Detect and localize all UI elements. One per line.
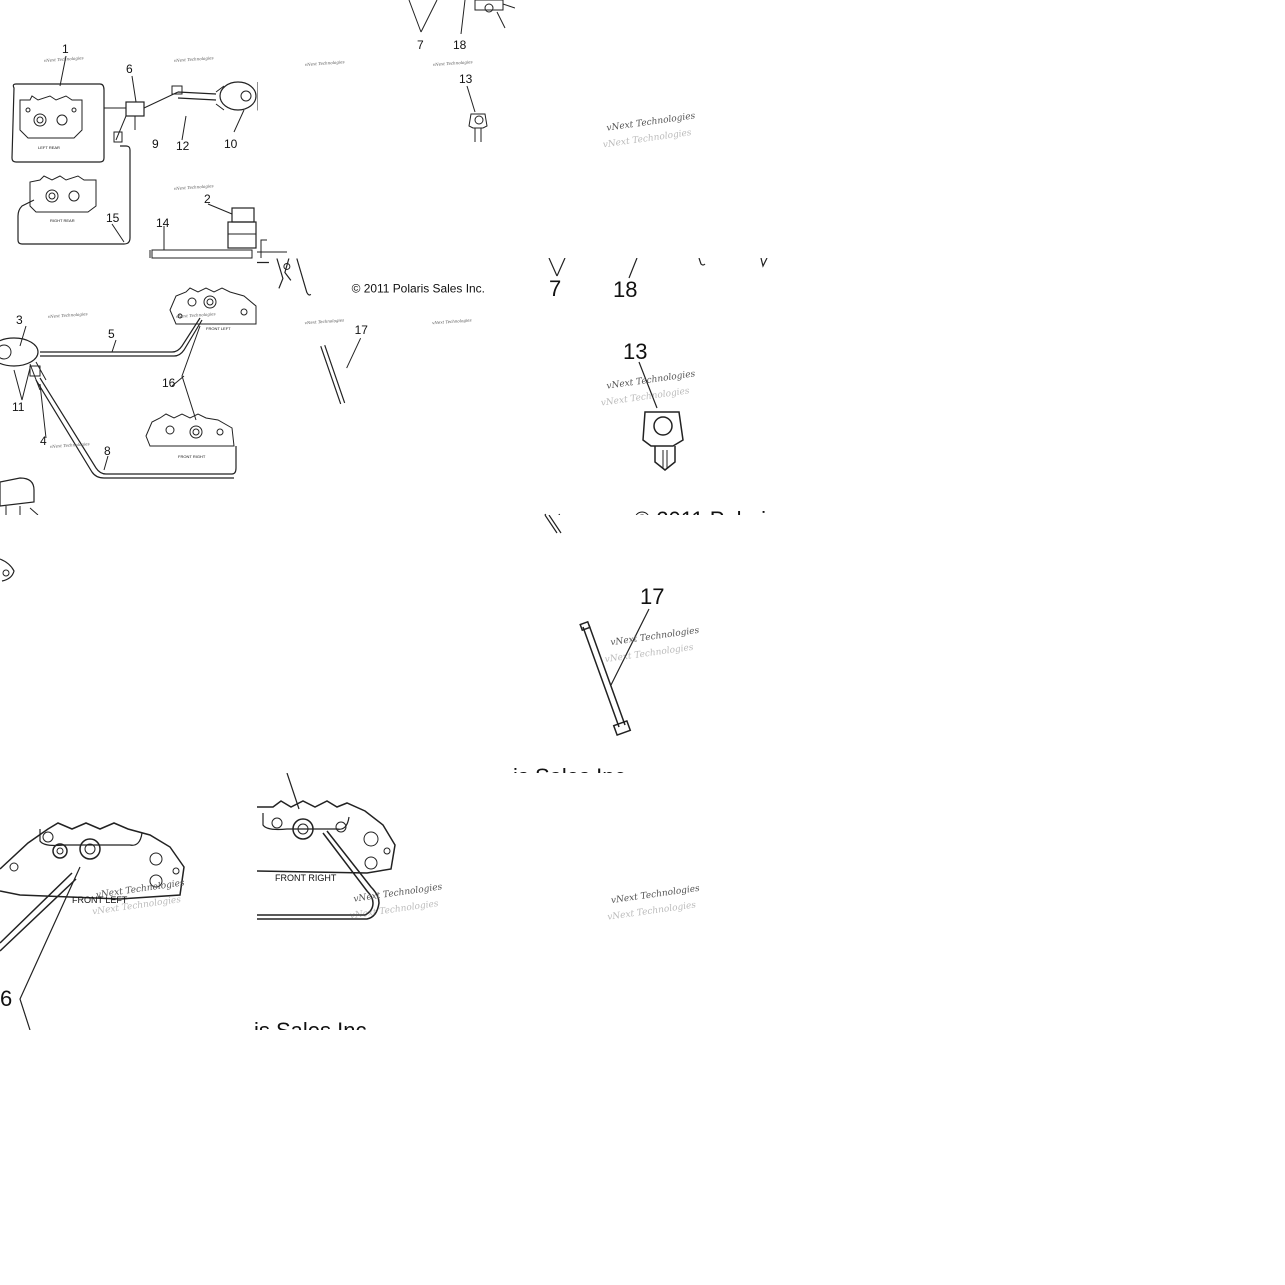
svg-text:FRONT RIGHT: FRONT RIGHT [275, 873, 337, 883]
front-right-label: FRONT RIGHT [178, 454, 206, 459]
watermark-4: vNext Technologies [48, 311, 88, 319]
tee-fitting [125, 101, 145, 117]
zoom-callout-18: 18 [613, 277, 637, 302]
brake-line-5 [40, 317, 201, 353]
watermark-2: vNext Technologies [174, 55, 214, 63]
zoom-tube-17: 17 vNext Technologies vNext Technologies [515, 515, 773, 773]
svg-text:vNext Technologies: vNext Technologies [433, 59, 473, 67]
left-rear-label: LEFT REAR [38, 145, 60, 150]
leader-lines [13, 55, 233, 471]
callout-4: 4 [40, 434, 47, 448]
zoom-line-fl [0, 872, 77, 952]
callout-14: 14 [156, 216, 170, 230]
copyright-notice: © 2011 Polaris Sales Inc. [352, 281, 485, 295]
rear-brake-line-loop [11, 83, 105, 163]
brake-line-15 [17, 145, 131, 245]
rear-master-cylinder [215, 81, 257, 133]
partial-master-cylinder [0, 477, 39, 515]
reservoir [149, 207, 257, 259]
watermark-3: vNext Technologies [174, 183, 214, 191]
diagram-mid: © 2011 Polaris Sales Inc. 17 vNext Techn… [257, 258, 515, 515]
front-master-cylinder [0, 337, 47, 391]
upper-fitting [474, 0, 504, 11]
zoom-front-left-caliper: FRONT LEFT 6 vNext Technologies vNext Te… [0, 773, 257, 1030]
zoom-copyright-bottom: is Sales Inc. [254, 1018, 378, 1030]
callout-7: 7 [417, 38, 424, 52]
zoom-callout-13: 13 [623, 339, 647, 364]
leader-7-18 [408, 0, 466, 35]
zoom-callout-17: 17 [640, 584, 664, 609]
callout-9: 9 [152, 137, 159, 151]
callout-3: 3 [16, 313, 23, 327]
overview-svg: LEFT REAR RIGHT REAR [0, 42, 257, 515]
callout-1: 1 [62, 42, 69, 56]
zoom-top: vNext Technologies vNext Technologies [515, 0, 773, 258]
front-left-caliper: FRONT LEFT [169, 287, 257, 331]
callout-17: 17 [355, 323, 369, 337]
callout-18: 18 [453, 38, 467, 52]
zoom-switch-body [642, 411, 684, 471]
banjo-bolt-9 [113, 131, 123, 143]
zoom-caliper-fr-body: FRONT RIGHT [257, 800, 396, 883]
callout-13: 13 [459, 72, 473, 86]
zoom-front-right-caliper: FRONT RIGHT vNext Technologies vNext Tec… [257, 773, 515, 1030]
diagram-overview: LEFT REAR RIGHT REAR [0, 0, 257, 515]
tee-lines [104, 91, 179, 141]
zoom-callout-7: 7 [549, 276, 561, 301]
callout-16: 16 [162, 376, 176, 390]
bleeder-fittings [257, 258, 312, 296]
svg-text:vNext Technologies: vNext Technologies [432, 318, 472, 326]
zoom-switch-13: 7 18 13 vNext Technologies vNext Technol… [515, 258, 773, 515]
front-right-caliper: FRONT RIGHT [145, 413, 235, 459]
watermark-6: vNext Technologies [50, 441, 90, 449]
brake-line-8 [39, 377, 237, 475]
svg-text:vNext Technologies: vNext Technologies [305, 59, 345, 67]
callout-2: 2 [204, 192, 211, 206]
watermark-zoom-1: vNext Technologies vNext Technologies [602, 111, 696, 150]
svg-text:FRONT LEFT: FRONT LEFT [72, 895, 128, 905]
callout-10: 10 [224, 137, 238, 151]
callout-6: 6 [126, 62, 133, 76]
tube-17 [320, 344, 346, 405]
callout-5: 5 [108, 327, 115, 341]
zoom-callout-16: 6 [0, 986, 12, 1011]
leader-16 [181, 325, 201, 421]
watermark-1: vNext Technologies [44, 55, 84, 63]
callout-15: 15 [106, 211, 120, 225]
svg-text:vNext Technologies: vNext Technologies [305, 318, 345, 326]
diagram-top-right: 7 18 13 vNext Technologies vNext Technol… [257, 0, 515, 258]
callout-8: 8 [104, 444, 111, 458]
right-rear-label: RIGHT REAR [50, 218, 75, 223]
callout-11: 11 [12, 400, 25, 414]
front-left-label: FRONT LEFT [206, 326, 231, 331]
switch-connector [171, 85, 183, 95]
zoom-tube-body [579, 620, 632, 737]
watermark-5: vNext Technologies [176, 311, 216, 319]
brake-line-12 [177, 91, 217, 101]
right-rear-caliper: RIGHT REAR [29, 175, 97, 223]
left-fragment [0, 515, 257, 773]
zoom-caliper-fl-body: FRONT LEFT [0, 822, 185, 905]
callout-12: 12 [176, 139, 190, 153]
zoom-bottom-right: vNext Technologies vNext Technologies [515, 773, 773, 1030]
switch-13 [468, 113, 488, 142]
left-rear-caliper: LEFT REAR [19, 95, 83, 150]
zoom-line-fr [257, 830, 380, 920]
